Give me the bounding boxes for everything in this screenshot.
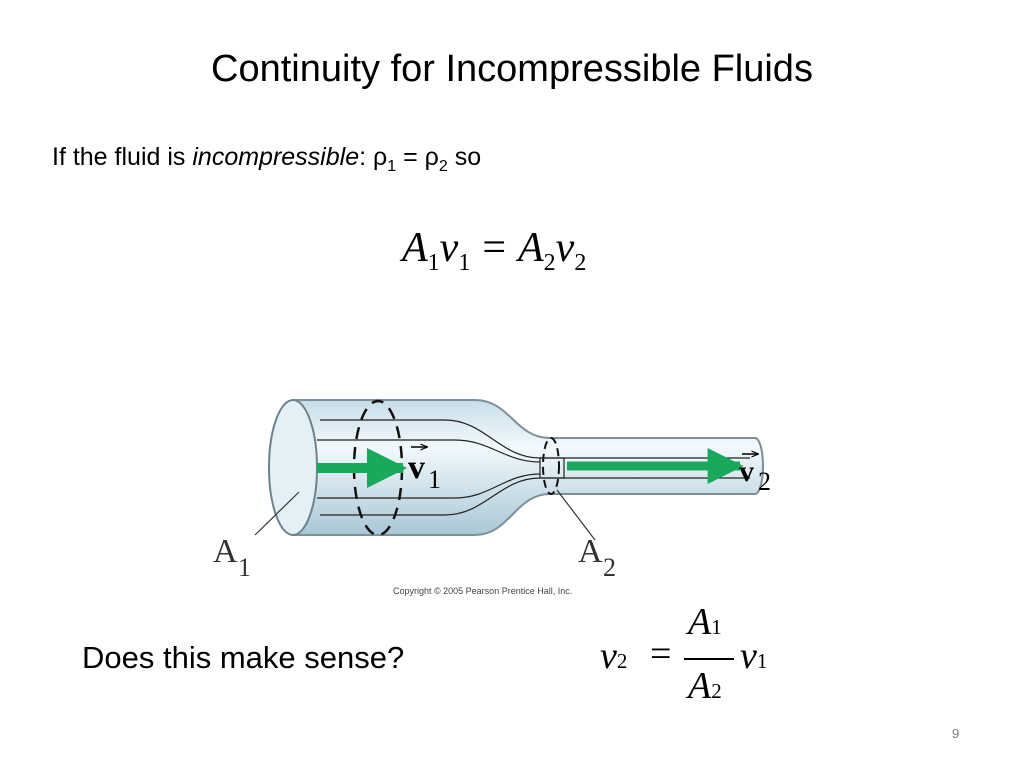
eq-velocity-2: v [555, 225, 575, 271]
eq-area-1: A [402, 225, 428, 271]
eq-area-2-sub: 2 [543, 250, 556, 276]
eq-equals: = [482, 225, 506, 271]
streamline-upper [317, 439, 541, 463]
streamline-top [320, 419, 750, 459]
numerator-sub: 1 [711, 615, 722, 639]
continuity-equation: A1v1=A2v2 [402, 224, 586, 277]
solved-equals: = [650, 633, 672, 675]
label-v1: v [408, 449, 425, 486]
solved-v2: v2 [600, 634, 627, 678]
streamline-lower [317, 473, 541, 499]
solved-equation: v2 = A1 A2 v1 [600, 601, 790, 712]
eq-area-1-sub: 1 [427, 250, 440, 276]
intro-suffix: so [447, 143, 482, 171]
fraction-denominator: A2 [688, 664, 722, 708]
label-a1: A [213, 533, 238, 570]
label-v2-sub: 2 [758, 467, 771, 496]
eq-velocity-1: v [439, 225, 459, 271]
label-a2: A [578, 533, 603, 570]
denominator-sub: 2 [711, 679, 722, 703]
solved-v2-sub: 2 [616, 649, 628, 673]
slide-title: Continuity for Incompressible Fluids [211, 48, 813, 90]
rho-symbol-1: ρ [373, 143, 388, 171]
rho-subscript-1: 1 [387, 158, 397, 175]
eq-velocity-2-sub: 2 [574, 250, 587, 276]
label-a2-sub: 2 [603, 553, 616, 582]
streamline-bottom [320, 477, 750, 516]
fraction-numerator: A1 [688, 600, 722, 644]
page-number: 9 [952, 726, 960, 741]
eq-area-2: A [518, 225, 544, 271]
rho-symbol-2: ρ [424, 143, 439, 171]
solved-v1-letter: v [740, 635, 757, 677]
solved-v1-sub: 1 [756, 649, 768, 673]
intro-prefix: If the fluid is [52, 143, 193, 171]
label-a1-sub: 1 [238, 553, 251, 582]
area-2-slab [539, 457, 565, 479]
rho-subscript-2: 2 [438, 158, 448, 175]
solved-v1: v1 [740, 634, 767, 678]
eq-velocity-1-sub: 1 [458, 250, 471, 276]
label-v2: v [739, 455, 754, 488]
label-v1-sub: 1 [428, 465, 441, 494]
a1-leader-line [254, 491, 300, 536]
area-2-cross-section [542, 437, 560, 495]
pipe-body [292, 399, 764, 536]
intro-emphasis: incompressible [192, 143, 360, 171]
intro-equals: = [396, 143, 425, 171]
intro-line: If the fluid is incompressible: ρ1 = ρ2 … [52, 143, 481, 176]
figure-copyright: Copyright © 2005 Pearson Prentice Hall, … [393, 586, 573, 596]
solved-v2-letter: v [600, 635, 617, 677]
pipe-diagram: v 1 v 2 A 1 A 2 [213, 399, 771, 582]
denominator-a: A [688, 665, 712, 707]
fraction-bar [684, 658, 734, 660]
intro-colon: : [359, 143, 374, 171]
a2-leader-line [556, 489, 596, 541]
question-text: Does this make sense? [82, 640, 405, 675]
numerator-a: A [688, 601, 712, 643]
